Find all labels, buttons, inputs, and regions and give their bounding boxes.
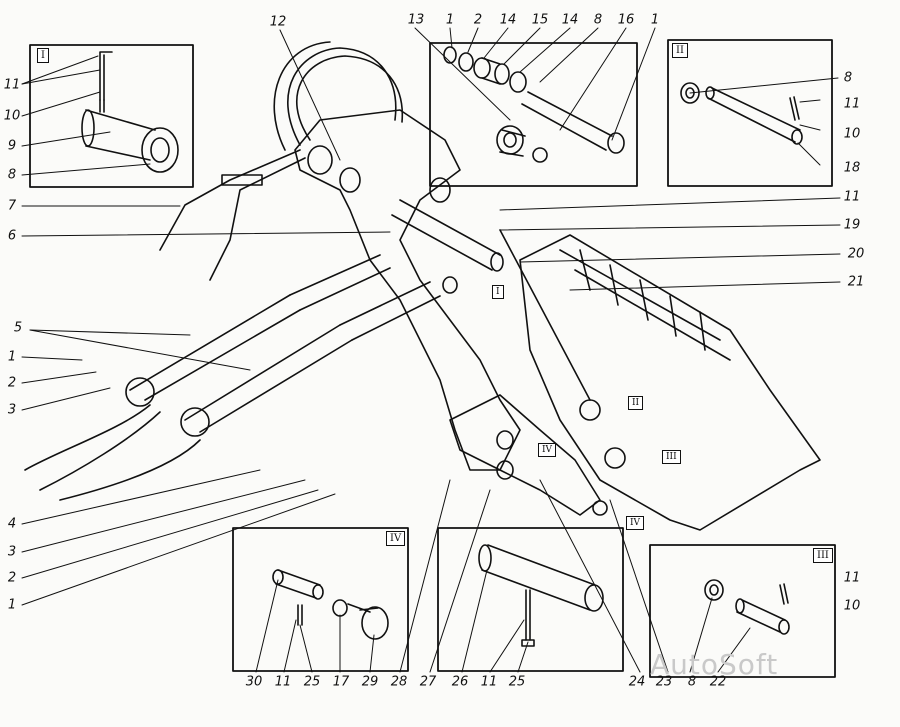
callout-left-11: 11 (3, 77, 21, 93)
inset-top-frame (429, 42, 638, 187)
callout-right-10a: 10 (843, 126, 861, 142)
view-mark-IV-b: IV (626, 516, 645, 530)
callout-right-18: 18 (843, 160, 861, 176)
callout-bottom-30: 30 (245, 674, 263, 690)
callout-left-4: 4 (7, 516, 17, 532)
callout-bottom-17: 17 (332, 674, 350, 690)
callout-bottom-25b: 25 (508, 674, 526, 690)
loader-boom (159, 41, 521, 471)
callout-bottom-29: 29 (361, 674, 379, 690)
callout-bottom-11a: 11 (274, 674, 292, 690)
callout-bottom-27: 27 (419, 674, 437, 690)
callout-bottom-11b: 11 (480, 674, 498, 690)
inset-II-label: II (672, 43, 688, 58)
callout-left-8: 8 (7, 167, 17, 183)
callout-top-8: 8 (593, 12, 603, 28)
callout-top-14a: 14 (499, 12, 517, 28)
callout-right-19: 19 (843, 217, 861, 233)
callout-right-11b: 11 (843, 189, 861, 205)
watermark: AutoSoft (650, 648, 779, 681)
callout-bottom-24: 24 (628, 674, 646, 690)
callout-top-2: 2 (473, 12, 483, 28)
callout-right-21: 21 (847, 274, 865, 290)
callout-left-7: 7 (7, 198, 17, 214)
callout-left-3b: 3 (7, 544, 17, 560)
callout-top-1b: 1 (650, 12, 660, 28)
callout-left-2b: 2 (7, 570, 17, 586)
callout-bottom-28: 28 (390, 674, 408, 690)
callout-left-1a: 1 (7, 349, 17, 365)
inset-IV-label: IV (386, 531, 406, 546)
callout-top-12: 12 (269, 14, 287, 30)
callout-left-3a: 3 (7, 402, 17, 418)
view-mark-II: II (628, 396, 644, 410)
callout-right-11a: 11 (843, 96, 861, 112)
callout-bottom-22: 22 (709, 674, 727, 690)
lift-cylinders (24, 254, 441, 501)
callout-top-14b: 14 (561, 12, 579, 28)
callout-top-13: 13 (407, 12, 425, 28)
leader-lines (21, 27, 841, 673)
view-mark-IV-a: IV (538, 443, 557, 457)
callout-top-16: 16 (617, 12, 635, 28)
callout-right-11c: 11 (843, 570, 861, 586)
view-mark-III: III (662, 450, 681, 464)
lower-linkage (449, 394, 608, 516)
inset-III-label: III (813, 548, 833, 563)
callout-left-2a: 2 (7, 375, 17, 391)
callout-top-15: 15 (531, 12, 549, 28)
inset-IV-frame (232, 527, 409, 672)
callout-bottom-26: 26 (451, 674, 469, 690)
callout-bottom-8: 8 (687, 674, 697, 690)
callout-left-10: 10 (3, 108, 21, 124)
inset-II-frame (667, 39, 833, 187)
callout-left-6: 6 (7, 228, 17, 244)
callout-top-1a: 1 (445, 12, 455, 28)
bucket (499, 229, 821, 531)
inset-I-label: I (37, 48, 49, 63)
callout-left-1b: 1 (7, 597, 17, 613)
inset-I-frame (29, 44, 194, 188)
view-mark-I: I (492, 285, 504, 299)
callout-left-9: 9 (7, 138, 17, 154)
inset-bottom-center-frame (437, 527, 624, 672)
callout-bottom-23: 23 (655, 674, 673, 690)
callout-right-10b: 10 (843, 598, 861, 614)
inset-III-frame (649, 544, 836, 678)
callout-left-5: 5 (13, 320, 23, 336)
callout-right-8: 8 (843, 70, 853, 86)
callout-right-20: 20 (847, 246, 865, 262)
callout-bottom-25a: 25 (303, 674, 321, 690)
